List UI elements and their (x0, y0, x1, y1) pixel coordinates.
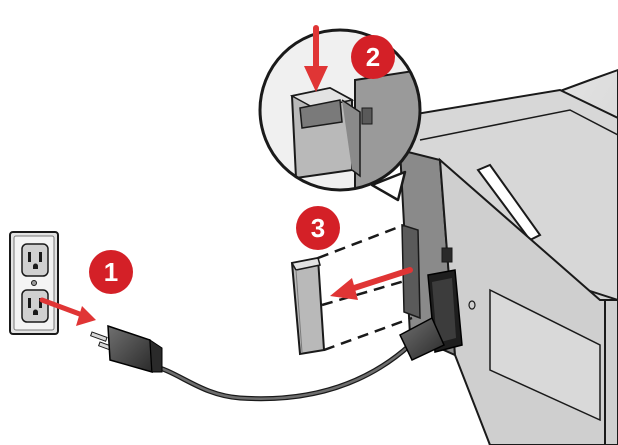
step-badge-2-label: 2 (366, 42, 380, 72)
step-badge-1-label: 1 (104, 257, 118, 287)
step-badge-3-label: 3 (311, 213, 325, 243)
wall-outlet-icon (9, 231, 59, 335)
step-3-arrow (330, 267, 413, 300)
cover-dashed-guide (317, 223, 413, 352)
step-badge-1: 1 (89, 250, 133, 294)
step-badge-2: 2 (351, 35, 395, 79)
step-badge-3: 3 (296, 206, 340, 250)
step-1-arrow (39, 297, 96, 326)
callout-magnifier-icon (258, 25, 422, 202)
power-cord-icon (149, 316, 445, 402)
cover-panel-icon (290, 256, 326, 356)
step-2-arrow (304, 25, 328, 92)
printer-icon (378, 68, 618, 445)
power-plug-icon (89, 324, 163, 374)
